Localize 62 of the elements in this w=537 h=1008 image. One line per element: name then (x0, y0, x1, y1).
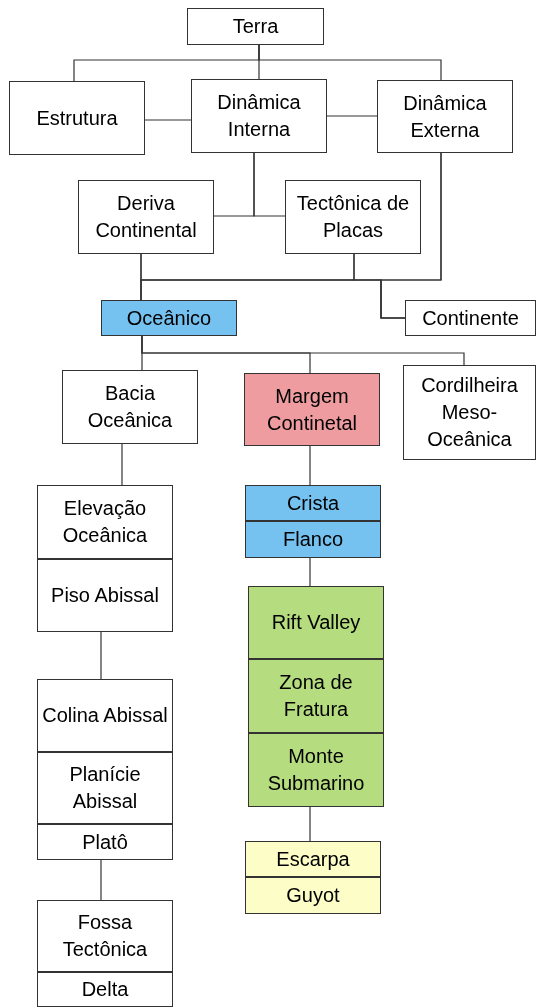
connector-line (309, 557, 311, 587)
concept-box (37, 679, 173, 752)
concept-box (37, 559, 173, 632)
concept-box (405, 300, 536, 336)
concept-label: Estrutura (36, 105, 118, 131)
connector-line (100, 631, 102, 680)
concept-label: Bacia Oceânica (86, 381, 174, 433)
concept-label: Fossa Tectônica (61, 910, 149, 962)
concept-box (37, 752, 173, 824)
concept-box (377, 80, 513, 153)
concept-label: Dinâmica Externa (402, 90, 488, 143)
concept-label: Terra (232, 14, 279, 39)
connector-line (309, 806, 311, 842)
concept-box (244, 373, 380, 446)
concept-box (191, 79, 327, 153)
concept-label: Guyot (286, 883, 340, 908)
concept-label: Tectônica de Placas (295, 191, 411, 243)
connector-line (258, 44, 442, 81)
concept-label: Delta (81, 977, 129, 1002)
concept-box (248, 733, 384, 807)
concept-box (37, 972, 173, 1007)
concept-label: Monte Submarino (266, 744, 366, 796)
concept-label: Elevação Oceânica (61, 496, 149, 548)
concept-label: Cordilheira Meso-Oceânica (420, 373, 519, 452)
concept-box (62, 370, 198, 444)
connector-line (380, 152, 442, 319)
concept-box (78, 180, 214, 254)
concept-label: Dinâmica Interna (216, 90, 302, 142)
connector-line (253, 152, 286, 217)
concept-box (403, 365, 536, 460)
concept-box (245, 521, 381, 558)
connector-line (141, 335, 465, 366)
concept-label: Colina Abissal (42, 703, 168, 728)
concept-box (248, 586, 384, 659)
concept-label: Rift Valley (271, 610, 361, 635)
concept-box (101, 300, 237, 336)
connector-line (121, 443, 123, 486)
concept-box (37, 900, 173, 972)
concept-box (245, 841, 381, 877)
concept-label: Flanco (283, 527, 343, 552)
concept-label: Planície Abissal (68, 762, 142, 814)
concept-box (37, 824, 173, 860)
concept-box (245, 485, 381, 521)
connector-line (144, 119, 192, 121)
concept-box (285, 180, 421, 254)
concept-box (245, 877, 381, 914)
concept-box (187, 8, 324, 45)
concept-label: Escarpa (276, 846, 350, 872)
concept-box (37, 485, 173, 559)
connector-line (326, 115, 378, 117)
concept-label: Oceânico (126, 305, 212, 331)
concept-label: Zona de Fratura (278, 670, 354, 722)
concept-label: Piso Abissal (51, 583, 159, 608)
concept-box (9, 81, 145, 155)
concept-label: Deriva Continental (94, 191, 198, 243)
concept-label: Margem Continetal (265, 383, 359, 436)
connector-line (100, 859, 102, 901)
concept-box (248, 659, 384, 733)
concept-label: Continente (422, 305, 519, 331)
concept-label: Crista (286, 490, 340, 516)
connector-line (309, 445, 311, 486)
concept-label: Platô (82, 829, 128, 855)
